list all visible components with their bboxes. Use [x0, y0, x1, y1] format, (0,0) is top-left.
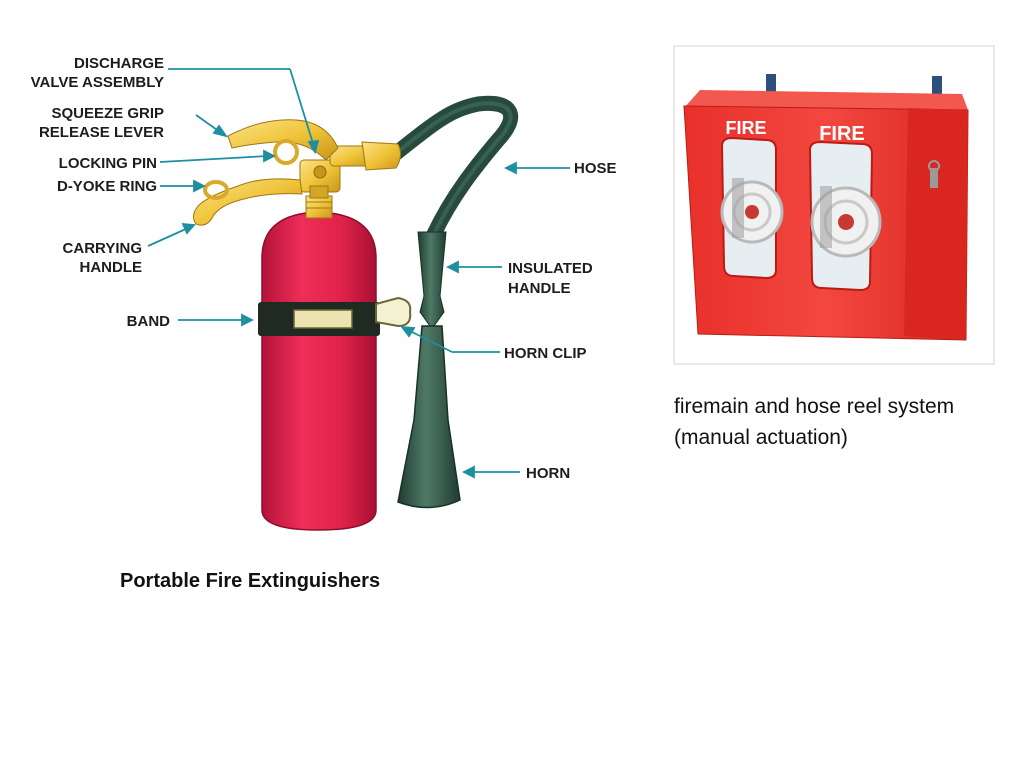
- insulated-handle: [417, 231, 447, 327]
- caption-hose-reel-system: firemain and hose reel system (manual ac…: [674, 391, 954, 453]
- d-yoke-ring: [203, 180, 229, 200]
- horn: [397, 325, 461, 509]
- cylinder-neck: [305, 195, 333, 219]
- label-locking-pin: LOCKING PIN: [59, 155, 157, 172]
- caption-hose-reel-line2: (manual actuation): [674, 426, 848, 449]
- label-d-yoke-ring: D-YOKE RING: [57, 178, 157, 195]
- label-discharge: DISCHARGE: [74, 55, 164, 72]
- label-carrying: CARRYING: [63, 240, 142, 257]
- carrying-handle: [192, 178, 303, 226]
- label-carrying-handle: HANDLE: [80, 259, 143, 276]
- cabinet-fire-text-left: FIRE: [725, 118, 766, 138]
- caption-hose-reel-line1: firemain and hose reel system: [674, 395, 955, 418]
- label-horn: HORN: [526, 465, 570, 482]
- label-valve-assembly: VALVE ASSEMBLY: [31, 74, 164, 91]
- callout-labels: DISCHARGE VALVE ASSEMBLY SQUEEZE GRIP RE…: [31, 55, 617, 482]
- horn-clip: [375, 296, 412, 328]
- hose: [387, 95, 519, 242]
- label-release-lever: RELEASE LEVER: [39, 124, 164, 141]
- label-hose: HOSE: [574, 160, 617, 177]
- extinguisher-illustration: [192, 95, 519, 531]
- discharge-valve-assembly: [299, 141, 402, 199]
- label-insulated-handle: HANDLE: [508, 280, 571, 297]
- caption-portable-extinguishers: Portable Fire Extinguishers: [120, 570, 381, 592]
- label-insulated: INSULATED: [508, 260, 593, 277]
- hose-reel-cabinet-photo: FIRE FIRE: [673, 45, 995, 365]
- label-squeeze-grip: SQUEEZE GRIP: [51, 105, 164, 122]
- band-buckle: [293, 309, 353, 329]
- label-band: BAND: [127, 313, 170, 330]
- locking-pin-ring: [273, 139, 299, 165]
- cylinder: [261, 211, 377, 531]
- label-horn-clip: HORN CLIP: [504, 345, 587, 362]
- leader-lines: [147, 68, 570, 479]
- cabinet-fire-text-right: FIRE: [819, 123, 865, 145]
